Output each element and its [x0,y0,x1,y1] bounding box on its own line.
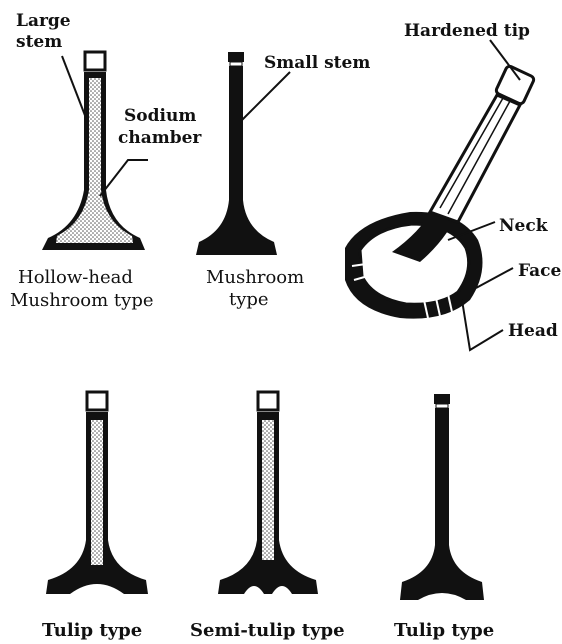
caption-tulip-left: Tulip type [42,620,142,641]
valve-tip [258,392,278,410]
label-hardened-tip: Hardened tip [404,21,530,41]
leader-small-stem [240,72,290,122]
label-face: Face [518,261,562,281]
tulip-valve-right [400,394,484,600]
valve-tip [85,52,105,70]
perspective-valve [345,65,535,319]
valve-stem-body [400,408,484,600]
caption-mushroom-line1: Mushroom [206,267,304,288]
label-large-stem-line2: stem [16,32,62,52]
leader-head [462,300,503,350]
hollow-head-mushroom-valve [42,52,145,250]
valve-stem-body [196,66,277,255]
mushroom-valve [196,52,277,255]
sodium-chamber-fill [56,78,133,243]
label-small-stem: Small stem [264,53,370,73]
valve-tip [87,392,107,410]
valve-tip [434,394,450,404]
valve-groove [230,62,242,66]
label-large-stem-line1: Large [16,11,71,31]
leader-large-stem [62,56,86,118]
label-neck: Neck [499,216,549,236]
tulip-valve-left [46,392,148,594]
label-sodium-line2: chamber [118,128,202,148]
caption-mushroom-line2: type [229,289,269,310]
semi-tulip-valve [218,392,318,594]
caption-hollow-head-line2: Mushroom type [10,290,154,311]
label-head: Head [508,321,558,341]
stem-highlight [448,101,510,214]
caption-semi-tulip: Semi-tulip type [190,620,345,641]
sodium-fill [262,420,274,560]
valve-tip [228,52,244,62]
sodium-fill [91,420,103,565]
leader-sodium-chamber [100,160,148,196]
label-sodium-line1: Sodium [124,106,196,126]
valve-groove [436,404,448,408]
caption-tulip-right: Tulip type [394,620,494,641]
caption-hollow-head-line1: Hollow-head [18,267,133,288]
